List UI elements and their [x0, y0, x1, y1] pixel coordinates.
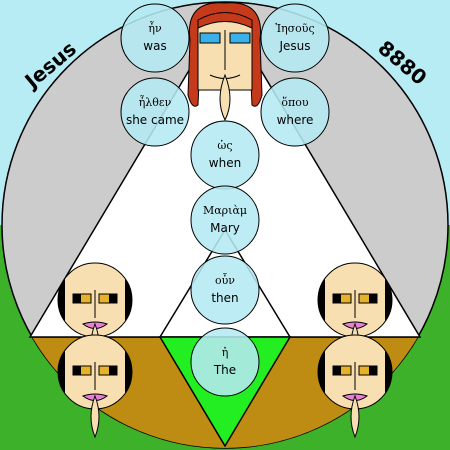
- greek-word: οὖν: [215, 273, 235, 287]
- word-bubble: ἦν was: [120, 3, 190, 73]
- greek-word: Μαριὰμ: [203, 204, 247, 217]
- central-face: [187, 2, 263, 122]
- side-face: [57, 334, 133, 439]
- english-word: Jesus: [278, 39, 310, 53]
- greek-word: ἦν: [148, 20, 162, 35]
- english-word: when: [209, 156, 241, 170]
- word-bubble: ὅπου where: [260, 77, 330, 147]
- greek-word: ἦλθεν: [139, 94, 172, 109]
- greek-word: ἡ: [222, 346, 229, 359]
- english-word: she came: [126, 113, 184, 127]
- side-faces: [57, 262, 393, 439]
- side-face: [317, 262, 393, 367]
- side-face: [317, 334, 393, 439]
- english-word: then: [211, 291, 238, 305]
- english-word: Mary: [210, 221, 240, 235]
- word-bubble: ἦλθεν she came: [120, 77, 190, 147]
- greek-word: ὅπου: [281, 96, 308, 109]
- word-bubble: οὖν then: [190, 255, 260, 325]
- greek-word: Ἰησοῦς: [275, 22, 314, 35]
- word-bubble: ὡς when: [190, 120, 260, 190]
- greek-word: ὡς: [217, 139, 232, 152]
- english-word: The: [213, 363, 236, 377]
- english-word: was: [143, 39, 166, 53]
- english-word: where: [277, 113, 314, 127]
